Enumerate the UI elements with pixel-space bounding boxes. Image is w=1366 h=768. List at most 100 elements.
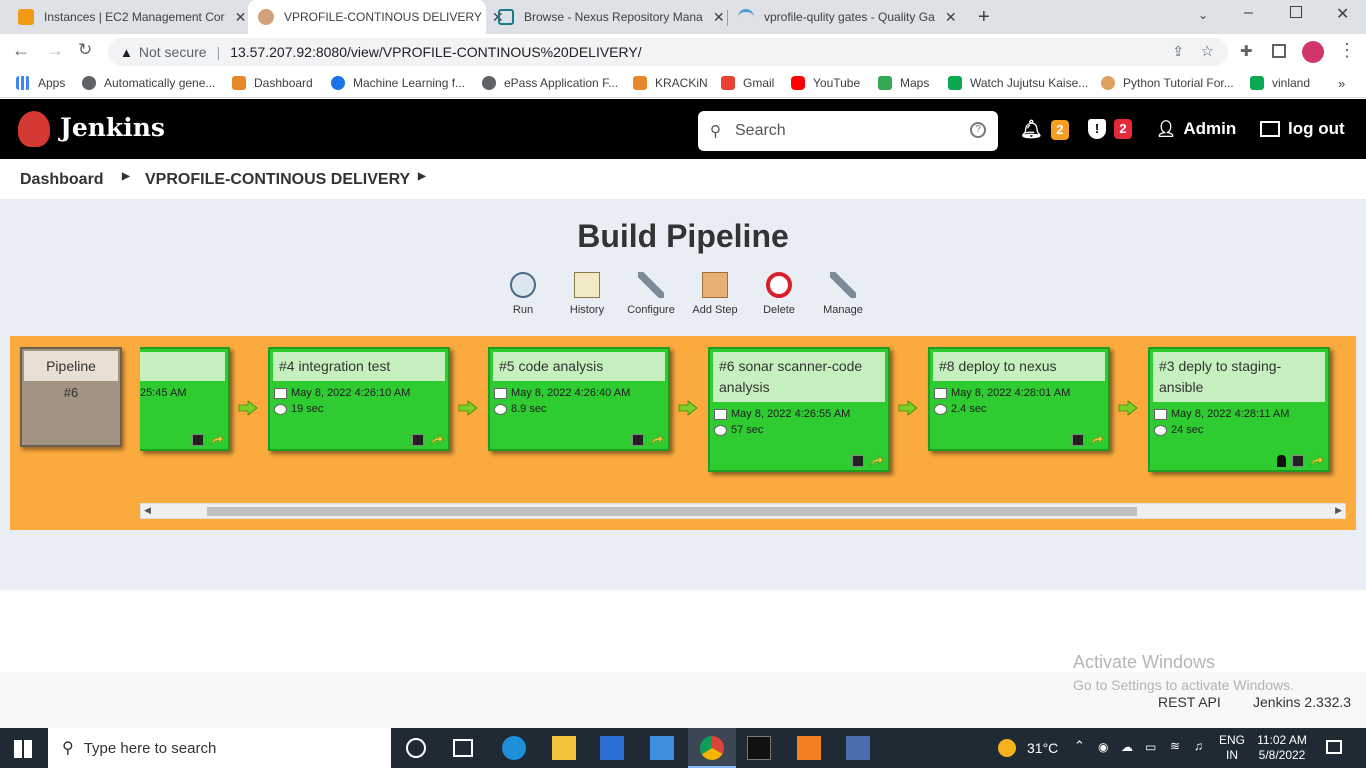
bookmark-star-icon[interactable]: ☆ [1200,43,1214,60]
stage-title[interactable]: #3 deply to staging-ansible [1153,352,1325,402]
more-menu-icon[interactable]: ⋮ [1338,40,1356,60]
chevron-right-icon[interactable]: ▶ [418,171,426,182]
rest-api-link[interactable]: REST API [1158,694,1221,710]
pipeline-stage-card[interactable]: #4 integration test May 8, 2022 4:26:10 … [268,347,450,451]
help-icon[interactable]: ? [970,122,986,138]
console-icon[interactable] [852,455,864,467]
restore-icon[interactable] [1290,6,1302,18]
pipeline-header[interactable]: Pipeline #6 [20,347,122,447]
stage-title[interactable]: #6 sonar scanner-code analysis [713,352,885,402]
bookmark-maps[interactable]: Maps [878,76,929,90]
bookmark-ml[interactable]: Machine Learning f... [331,76,465,90]
taskbar-search-input[interactable]: Type here to search [83,739,217,757]
browser-tab-jenkins[interactable]: VPROFILE-CONTINOUS DELIVERY ✕ [248,0,504,34]
pipeline-stage-card[interactable]: #6 sonar scanner-code analysis May 8, 20… [708,347,890,472]
bookmark-epass[interactable]: ePass Application F... [482,76,618,90]
bookmark-gmail[interactable]: Gmail [721,76,774,90]
notification-center-icon[interactable] [1326,740,1342,754]
wifi-icon[interactable]: ≋ [1170,739,1181,753]
jenkins-logo-icon[interactable] [18,111,50,147]
edge-icon[interactable] [502,736,526,760]
run-button[interactable]: Run [488,272,558,316]
jenkins-version-link[interactable]: Jenkins 2.332.3 [1253,694,1352,710]
weather-temperature[interactable]: 31°C [1027,740,1059,756]
stage-title[interactable]: #5 code analysis [493,352,665,381]
microsoft-store-icon[interactable] [600,736,624,760]
stage-title[interactable]: #8 deploy to nexus [933,352,1105,381]
pipeline-stage-card[interactable]: #3 deply to staging-ansible May 8, 2022 … [1148,347,1330,472]
onedrive-icon[interactable]: ☁ [1121,740,1133,754]
bookmark-jujutsu[interactable]: Watch Jujutsu Kaise... [948,76,1088,90]
meet-now-icon[interactable]: ◉ [1098,740,1109,754]
close-tab-icon[interactable]: ✕ [712,8,725,25]
configure-button[interactable]: Configure [616,272,686,316]
jenkins-brand[interactable]: Jenkins [60,113,165,142]
clock[interactable]: 11:02 AM 5/8/2022 [1257,733,1307,762]
scroll-left-icon[interactable]: ◀ [144,505,151,515]
stage-title[interactable]: #4 integration test [273,352,445,381]
reload-icon[interactable]: ↻ [78,40,93,59]
chevron-right-icon[interactable]: ▶ [122,171,130,182]
browser-tab-nexus[interactable]: Browse - Nexus Repository Mana ✕ [488,0,726,34]
bookmark-dashboard[interactable]: Dashboard [232,76,313,90]
history-button[interactable]: History [552,272,622,316]
bookmarks-overflow-icon[interactable]: » [1338,76,1346,91]
logout-link[interactable]: log out [1260,119,1345,139]
close-tab-icon[interactable]: ✕ [234,8,247,25]
back-icon[interactable]: ← [12,40,30,60]
share-icon[interactable]: ⇪ [1172,43,1184,59]
windows-start-icon[interactable] [14,740,32,758]
taskbar-search-box[interactable]: ⚲ Type here to search [48,728,391,768]
bookmark-youtube[interactable]: YouTube [791,76,860,90]
stage-title[interactable] [140,352,225,381]
console-icon[interactable] [1292,455,1304,467]
console-icon[interactable] [632,434,644,446]
window-close-icon[interactable]: ✕ [1336,6,1350,23]
weather-sun-icon[interactable] [998,739,1016,757]
chrome-taskbar-button[interactable] [688,728,736,768]
scrollbar-thumb[interactable] [207,507,1138,516]
extensions-icon[interactable]: ✚ [1240,43,1253,60]
manage-button[interactable]: Manage [808,272,878,316]
security-warnings-button[interactable]: ! 2 [1088,119,1132,139]
tab-search-chevron-icon[interactable]: ⌄ [1198,8,1209,22]
browser-tab-ec2[interactable]: Instances | EC2 Management Cor ✕ [8,0,246,34]
search-input[interactable]: Search [735,122,786,139]
rebuild-arrow-icon[interactable] [870,455,884,467]
add-step-button[interactable]: Add Step [680,272,750,316]
console-icon[interactable] [412,434,424,446]
bookmark-python[interactable]: Python Tutorial For... [1101,76,1234,90]
task-view-icon[interactable] [453,739,473,757]
language-indicator[interactable]: ENG IN [1219,733,1246,762]
bookmark-apps[interactable]: Apps [16,76,65,90]
address-bar[interactable]: ▲ Not secure | 13.57.207.92:8080/view/VP… [108,38,1228,66]
close-tab-icon[interactable]: ✕ [944,8,957,25]
file-explorer-icon[interactable] [552,736,576,760]
pipeline-stage-card[interactable]: #5 code analysis May 8, 2022 4:26:40 AM … [488,347,670,451]
show-hidden-icons-icon[interactable]: ⌃ [1074,738,1085,753]
console-icon[interactable] [192,434,204,446]
browser-tab-sonarqube[interactable]: vprofile-qulity gates - Quality Ga ✕ [728,0,966,34]
pipeline-stage-card[interactable]: #8 deploy to nexus May 8, 2022 4:28:01 A… [928,347,1110,451]
pipeline-horizontal-scrollbar[interactable]: ◀ ▶ [140,503,1346,519]
delete-button[interactable]: Delete [744,272,814,316]
sublime-text-icon[interactable] [797,736,821,760]
rebuild-arrow-icon[interactable] [650,434,664,446]
search-box[interactable]: ⚲ Search ? [698,111,998,151]
pipeline-number[interactable]: #6 [63,385,79,400]
bookmark-krackin[interactable]: KRACKiN [633,76,708,90]
minimize-icon[interactable]: – [1244,4,1253,21]
rebuild-arrow-icon[interactable] [1090,434,1104,446]
rebuild-arrow-icon[interactable] [430,434,444,446]
terminal-icon[interactable] [747,736,771,760]
forward-icon[interactable]: → [46,40,64,60]
bookmark-vinland[interactable]: vinland [1250,76,1310,90]
mail-icon[interactable] [650,736,674,760]
breadcrumb-view[interactable]: VPROFILE-CONTINOUS DELIVERY [145,171,411,188]
rebuild-arrow-icon[interactable] [1310,455,1324,467]
close-tab-icon[interactable]: ✕ [491,8,504,25]
breadcrumb-dashboard[interactable]: Dashboard [20,171,104,188]
scroll-right-icon[interactable]: ▶ [1335,505,1342,515]
rebuild-arrow-icon[interactable] [210,434,224,446]
battery-icon[interactable]: ▭ [1145,740,1157,754]
